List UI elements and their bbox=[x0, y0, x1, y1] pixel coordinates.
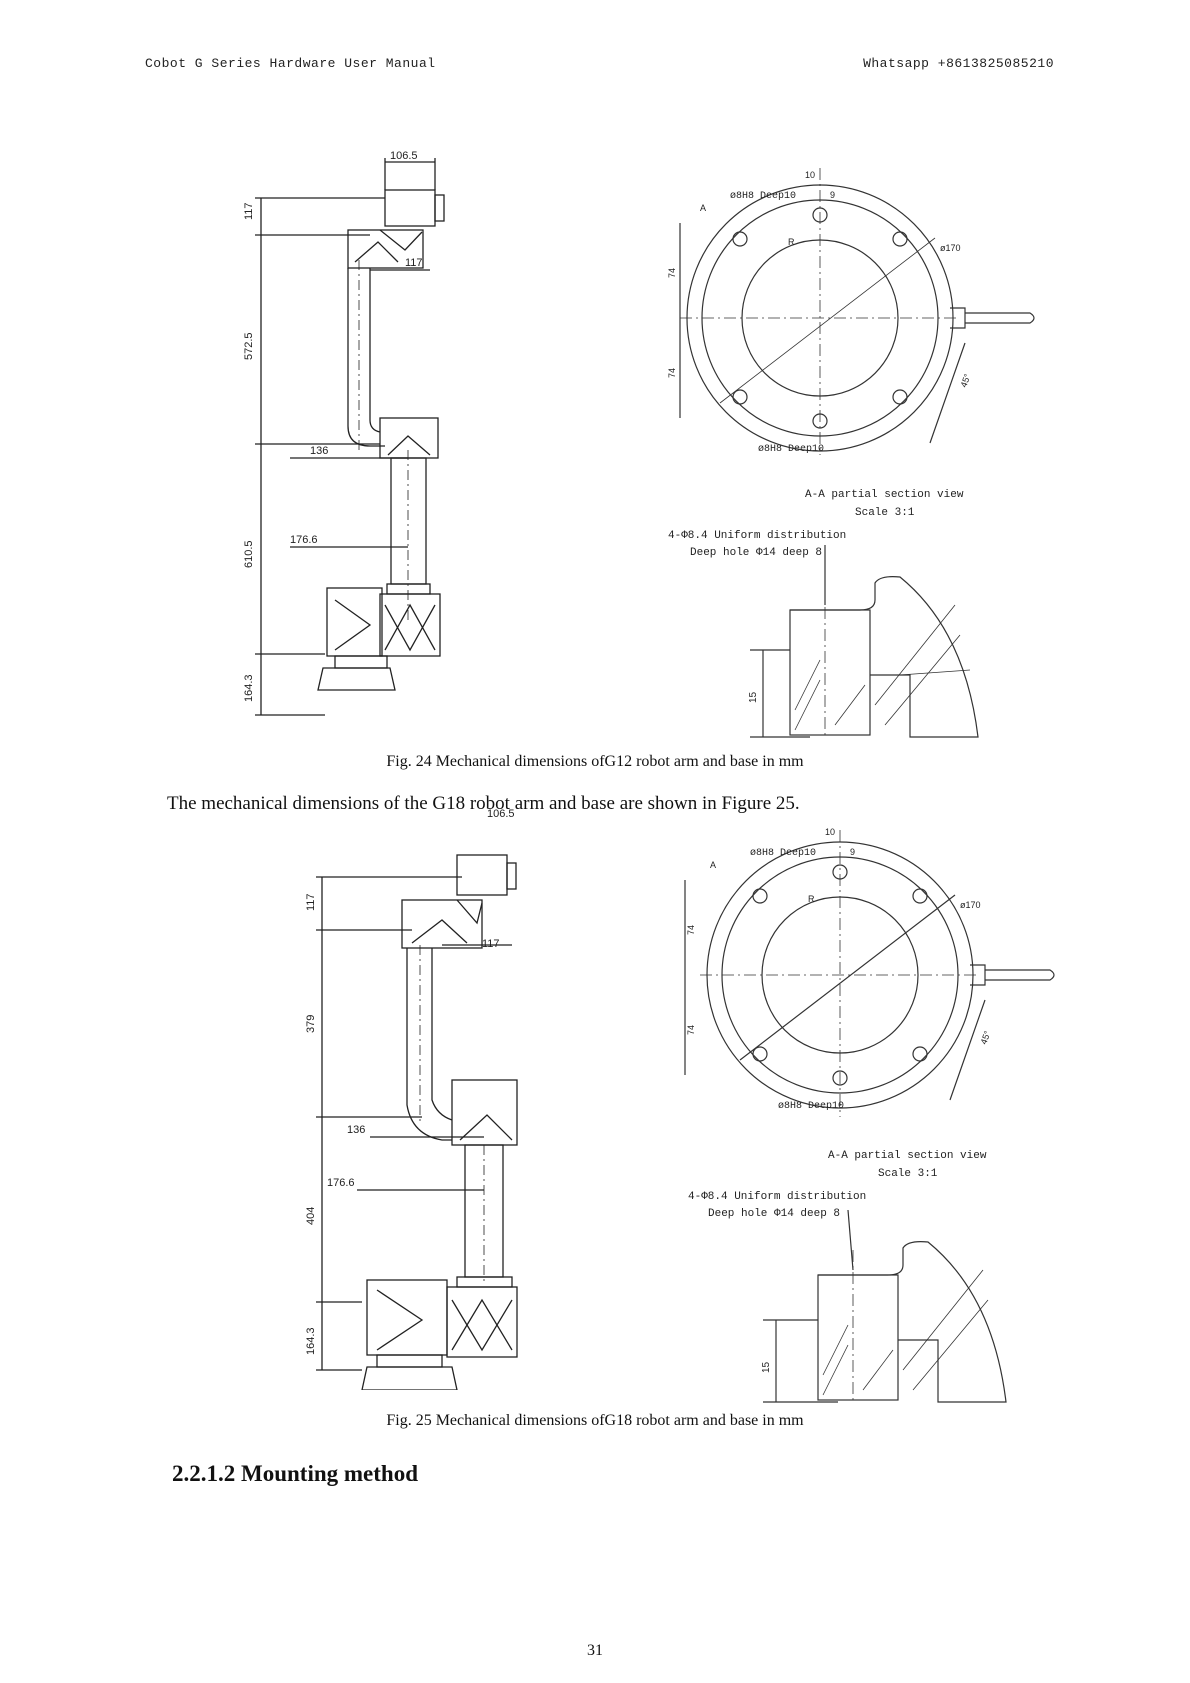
body-paragraph: The mechanical dimensions of the G18 rob… bbox=[167, 793, 800, 814]
g12-dim-shoulder-offset: 176.6 bbox=[290, 534, 318, 546]
g12-section-title: A-A partial section view bbox=[805, 489, 964, 501]
g18-flange-hole-bottom: ø8H8 Deep10 bbox=[778, 1101, 844, 1112]
g18-section-depth: 15 bbox=[761, 1361, 772, 1373]
g18-flange-dim-9: 9 bbox=[850, 847, 855, 857]
g18-flange-dim-10: 10 bbox=[825, 827, 835, 837]
g12-dim-top-height: 117 bbox=[243, 202, 255, 220]
g18-flange-hole-top: ø8H8 Deep10 bbox=[750, 848, 816, 859]
g12-dim-base-height: 164.3 bbox=[243, 674, 255, 702]
g18-dim-shoulder-offset: 176.6 bbox=[327, 1177, 355, 1189]
g12-dim-wrist-offset: 117 bbox=[405, 257, 423, 269]
g12-flange-hole-bottom: ø8H8 Deep10 bbox=[758, 444, 824, 455]
g18-section-scale: Scale 3:1 bbox=[878, 1168, 938, 1180]
g12-flange-diameter: ø170 bbox=[940, 243, 961, 253]
g12-section-scale: Scale 3:1 bbox=[855, 507, 915, 519]
g12-flange-dim-10: 10 bbox=[805, 170, 815, 180]
g18-dim-upper-arm: 379 bbox=[305, 1015, 317, 1033]
g18-dim-top-width: 106.5 bbox=[487, 808, 515, 820]
g12-flange-half-74-bottom: 74 bbox=[667, 368, 677, 378]
g12-section-view-drawing: A-A partial section view Scale 3:1 4-Φ8.… bbox=[668, 489, 979, 738]
g18-flange-half-74-top: 74 bbox=[686, 925, 696, 935]
g18-flange-section-mark: A bbox=[710, 860, 716, 870]
g18-flange-half-74-bottom: 74 bbox=[686, 1025, 696, 1035]
g12-flange-drawing: ø8H8 Deep10 10 9 R ø170 A 74 74 45° ø8H8… bbox=[667, 168, 1035, 455]
page-number: 31 bbox=[587, 1642, 603, 1659]
g18-flange-drawing: ø8H8 Deep10 10 9 R ø170 A 74 74 45° ø8H8… bbox=[684, 827, 1055, 1117]
header-contact: Whatsapp +8613825085210 bbox=[863, 56, 1054, 71]
g12-flange-half-74-top: 74 bbox=[667, 268, 677, 278]
g12-section-depth: 15 bbox=[748, 691, 759, 703]
g18-dim-base-height: 164.3 bbox=[305, 1327, 317, 1355]
g12-flange-hole-top: ø8H8 Deep10 bbox=[730, 191, 796, 202]
g18-dim-elbow-offset: 136 bbox=[347, 1124, 365, 1136]
fig25-caption: Fig. 25 Mechanical dimensions ofG18 robo… bbox=[386, 1412, 804, 1429]
g12-section-note2: Deep hole Φ14 deep 8 bbox=[690, 547, 822, 559]
fig24-caption: Fig. 24 Mechanical dimensions ofG12 robo… bbox=[386, 753, 804, 770]
section-heading: 2.2.1.2 Mounting method bbox=[172, 1461, 418, 1486]
g18-flange-diameter: ø170 bbox=[960, 900, 981, 910]
g18-arm-drawing: 117 136 176.6 117 379 404 164.3 bbox=[305, 854, 518, 1390]
g12-flange-dim-r: R bbox=[788, 237, 795, 247]
g12-dim-elbow-offset: 136 bbox=[310, 445, 328, 457]
g12-dim-top-width: 106.5 bbox=[390, 150, 418, 162]
g18-dim-wrist-offset: 117 bbox=[482, 938, 500, 950]
g12-flange-dim-9: 9 bbox=[830, 190, 835, 200]
header-title: Cobot G Series Hardware User Manual bbox=[145, 56, 436, 71]
g12-dim-forearm: 610.5 bbox=[243, 540, 255, 568]
g18-section-note2: Deep hole Φ14 deep 8 bbox=[708, 1208, 840, 1220]
g18-flange-angle: 45° bbox=[978, 1029, 992, 1046]
g12-section-note1: 4-Φ8.4 Uniform distribution bbox=[668, 530, 846, 542]
g12-flange-angle: 45° bbox=[958, 372, 972, 389]
g18-dim-forearm: 404 bbox=[305, 1207, 317, 1225]
g18-flange-dim-r: R bbox=[808, 894, 815, 904]
g18-section-view-drawing: A-A partial section view Scale 3:1 4-Φ8.… bbox=[688, 1150, 1007, 1403]
g18-dim-top-height: 117 bbox=[305, 893, 317, 911]
g12-arm-drawing: 106.5 117 136 176.6 117 572.5 610.5 164.… bbox=[243, 150, 445, 716]
g18-section-title: A-A partial section view bbox=[828, 1150, 987, 1162]
g12-dim-upper-arm: 572.5 bbox=[243, 332, 255, 360]
g18-section-note1: 4-Φ8.4 Uniform distribution bbox=[688, 1191, 866, 1203]
g12-flange-section-mark: A bbox=[700, 203, 706, 213]
